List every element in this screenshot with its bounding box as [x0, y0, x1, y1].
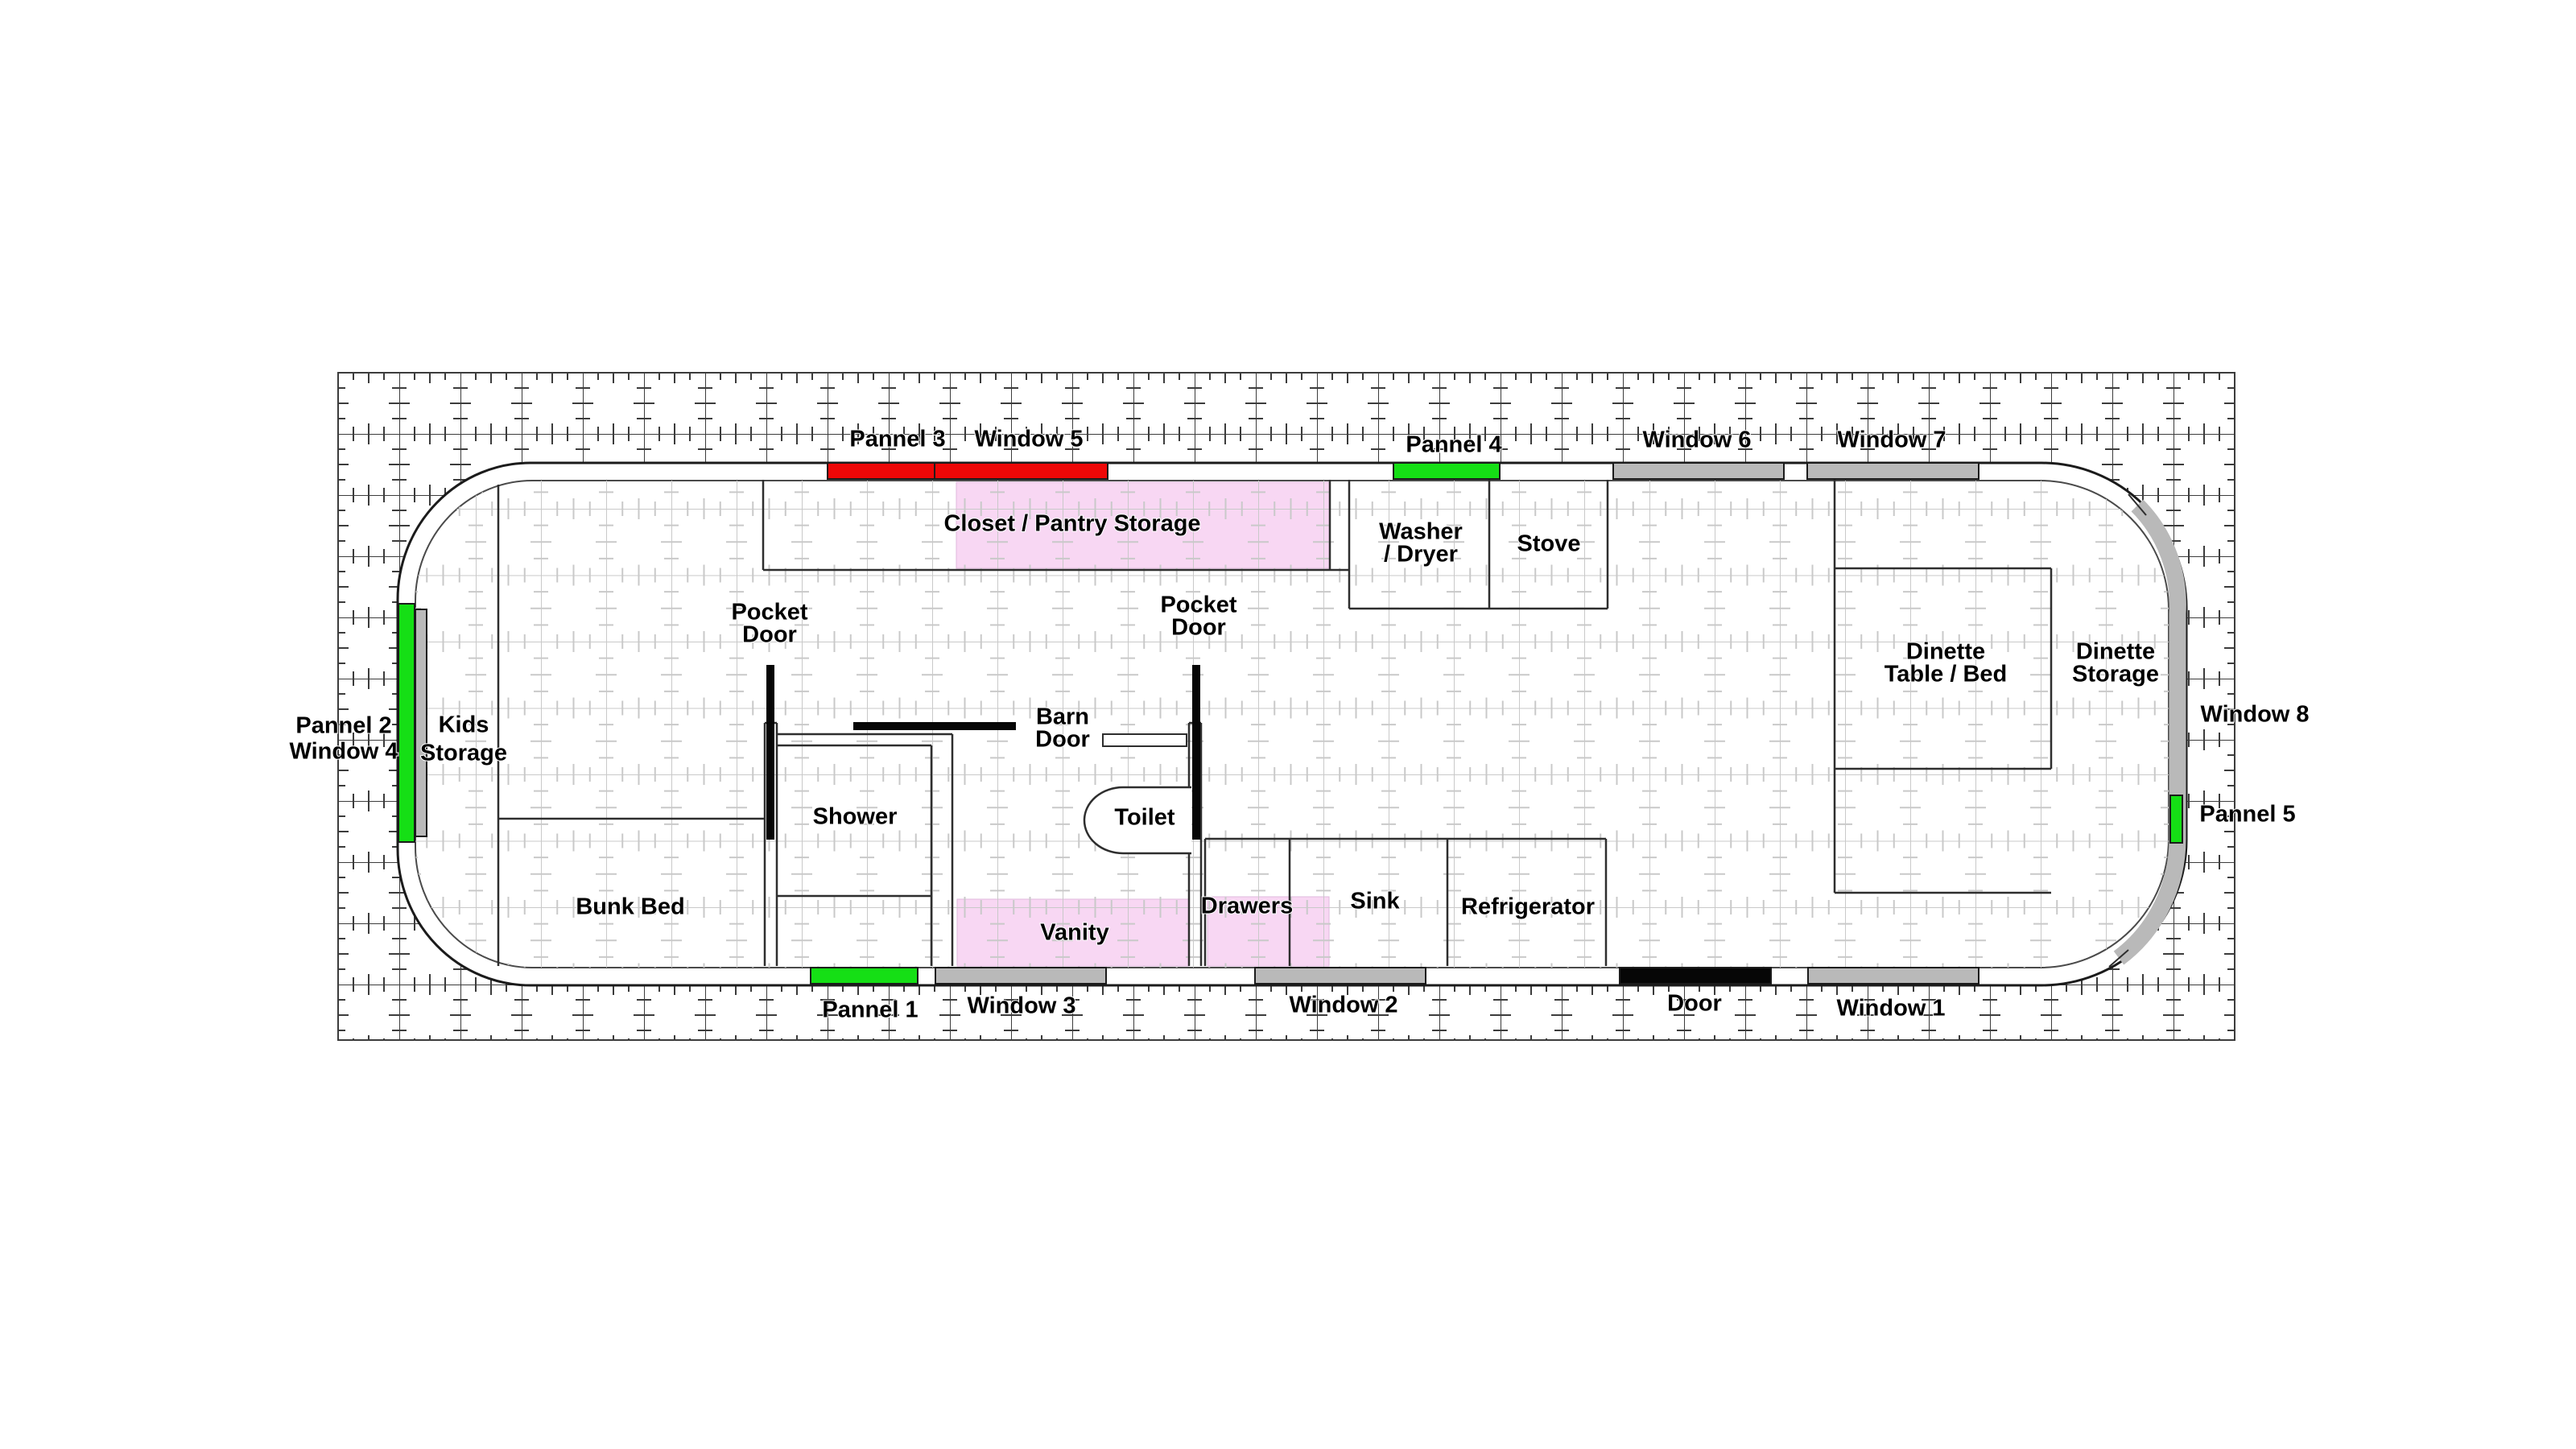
washer-dryer-label: / Dryer — [1384, 542, 1458, 568]
toilet-label: Toilet — [1114, 805, 1175, 831]
window-2-label: Window 2 — [1289, 993, 1397, 1018]
barn-door-track — [1102, 733, 1187, 747]
kids-storage-label: Kids — [439, 712, 489, 738]
stove-label: Stove — [1517, 531, 1581, 557]
pannel-2-bar — [398, 603, 415, 843]
window-3-bar — [935, 967, 1107, 985]
closet-pantry-label: Closet / Pantry Storage — [943, 511, 1200, 537]
dinette-storage-label: Dinette — [2076, 639, 2155, 665]
pannel-2-window-4-label: Pannel 2 — [295, 713, 391, 739]
washer-stove-cabinet — [1348, 480, 1609, 610]
vanity-label: Vanity — [1040, 920, 1108, 946]
shower-label: Shower — [813, 804, 898, 830]
pannel-1-bar — [810, 967, 919, 985]
barn-door-label: Barn — [1036, 704, 1089, 730]
window-8-band-cap-1 — [2108, 949, 2129, 968]
window-7-label: Window 7 — [1837, 427, 1946, 453]
bunk-bed-label: Bunk Bed — [576, 894, 684, 920]
door-bar — [1619, 967, 1772, 985]
window-7-bar — [1806, 462, 1979, 480]
pannel-3-label: Pannel 3 — [849, 427, 945, 452]
dinette-storage-label: Storage — [2072, 662, 2159, 687]
pannel-5-label: Pannel 5 — [2199, 802, 2295, 828]
dinette-table-label: Table / Bed — [1885, 662, 2008, 687]
refrigerator-label: Refrigerator — [1461, 894, 1595, 920]
closet-cabinet — [762, 480, 1349, 572]
washer-dryer-label: Washer — [1379, 519, 1463, 545]
door-label: Door — [1667, 991, 1722, 1017]
barn-door-panel — [853, 722, 1016, 730]
pannel-4-label: Pannel 4 — [1406, 432, 1501, 458]
sink-label: Sink — [1350, 889, 1400, 914]
window-2-bar — [1254, 967, 1426, 985]
pocket-door-right-label: Door — [1171, 615, 1226, 641]
window-1-label: Window 1 — [1836, 996, 1945, 1022]
pannel-4-bar — [1393, 462, 1501, 480]
window-8-band-cap-0 — [2128, 493, 2147, 516]
dinette — [1833, 480, 2053, 894]
pocket-door-left-label: Pocket — [731, 600, 807, 625]
kids-storage-label: Storage — [420, 741, 507, 766]
pannel-1-label: Pannel 1 — [822, 997, 918, 1023]
window-6-bar — [1612, 462, 1785, 480]
toilet — [1083, 786, 1191, 855]
kitchen-counter — [1203, 837, 1608, 966]
window-3-label: Window 3 — [967, 993, 1075, 1019]
window-4-bar — [415, 609, 427, 837]
interior-grid — [415, 481, 2169, 968]
dinette-table-label: Dinette — [1906, 639, 1985, 665]
drawers-label: Drawers — [1201, 894, 1293, 919]
pannel-5-bar — [2169, 795, 2183, 844]
pocket-door-left-panel — [766, 665, 774, 840]
pocket-door-right-panel — [1192, 665, 1200, 840]
window-1-bar — [1807, 967, 1979, 985]
window-8-label: Window 8 — [2200, 702, 2309, 728]
window-6-label: Window 6 — [1642, 427, 1751, 453]
window-5-label: Window 5 — [974, 427, 1083, 452]
pannel-3-bar — [827, 462, 935, 480]
window-5-bar — [934, 462, 1108, 480]
barn-door-label: Door — [1035, 727, 1090, 753]
pocket-door-left-label: Door — [742, 622, 797, 648]
pocket-door-right-label: Pocket — [1160, 592, 1236, 618]
pannel-2-window-4-label: Window 4 — [289, 739, 398, 765]
